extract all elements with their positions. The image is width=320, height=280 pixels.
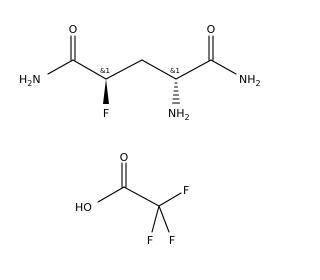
chemical-structure-drawing: O O H2N NH2 F NH2 &1 &1 O HO F F F xyxy=(19,23,261,247)
bond-c1-n-left xyxy=(47,59,74,75)
atom-acid-f-right: F xyxy=(183,184,189,197)
bond-acid-c-oh xyxy=(97,186,125,203)
atom-o-left: O xyxy=(69,23,78,36)
bond-cf3-f-right xyxy=(158,192,182,207)
bond-c5-n-right xyxy=(210,59,237,75)
bond-c2-c3 xyxy=(105,59,143,80)
structure-canvas: O O H2N NH2 F NH2 &1 &1 O HO F F F xyxy=(19,23,261,247)
atom-o-right: O xyxy=(207,23,216,36)
bond-cf3-f-bottom-left xyxy=(151,205,160,233)
bond-cf3-f-bottom-right xyxy=(158,205,170,233)
atom-nh2-right: NH2 xyxy=(239,73,261,88)
trifluoroacetic-acid-molecule: O HO F F F xyxy=(75,151,189,247)
atom-acid-f-bottom-right: F xyxy=(169,234,175,247)
bond-acid-c-c xyxy=(123,186,160,207)
atom-f: F xyxy=(103,107,109,120)
atom-acid-f-bottom-left: F xyxy=(147,234,153,247)
atom-acid-o-top: O xyxy=(120,151,129,164)
bond-c1-c2 xyxy=(72,59,107,80)
atom-nh2-bottom: NH2 xyxy=(168,107,190,122)
hashed-bond-c4-nh2 xyxy=(171,82,181,104)
atom-h2n-left: H2N xyxy=(19,73,41,88)
stereo-label-right: &1 xyxy=(170,67,180,75)
atom-acid-ho: HO xyxy=(75,201,92,214)
bond-c3-c4 xyxy=(141,59,177,80)
stereo-label-left: &1 xyxy=(100,67,110,75)
wedge-bond-c2-f xyxy=(103,79,109,104)
diamide-molecule: O O H2N NH2 F NH2 &1 &1 xyxy=(19,23,261,122)
bond-c4-c5 xyxy=(175,59,212,80)
